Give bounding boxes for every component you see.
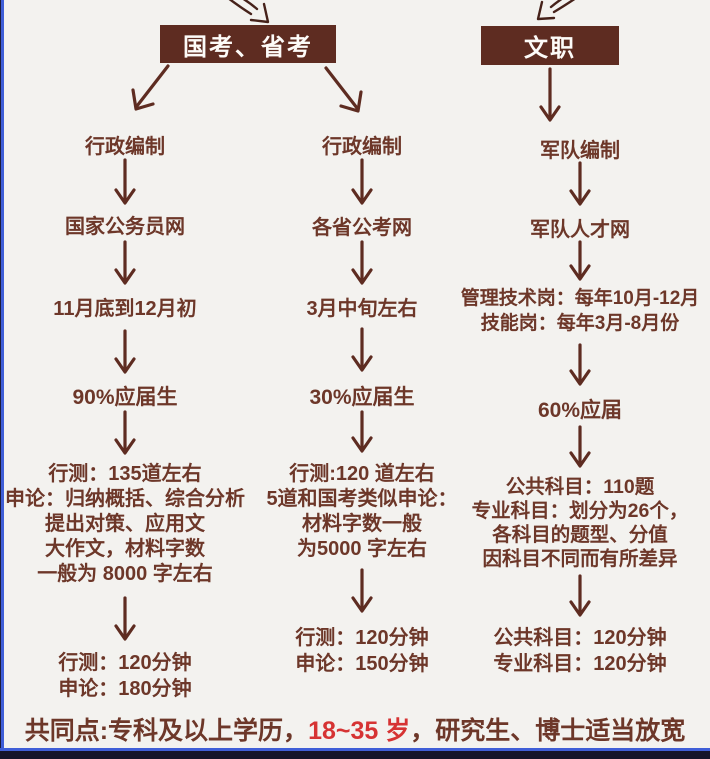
common-prefix: 共同点:专科及以上学历， bbox=[24, 717, 309, 745]
duration-line: 公共科目：120分钟 bbox=[493, 627, 667, 649]
exam-line: 专业科目：划分为26个， bbox=[471, 500, 689, 522]
node-fresh-rate: 30%应届生 bbox=[309, 386, 415, 409]
left-frame-border bbox=[0, 0, 4, 759]
sketch-arrow-icon bbox=[228, 0, 270, 24]
down-arrow-icon bbox=[114, 410, 136, 455]
down-arrow-icon bbox=[351, 240, 373, 285]
node-establishment: 行政编制 bbox=[322, 136, 402, 158]
down-arrow bbox=[450, 425, 710, 468]
down-arrow-icon bbox=[114, 329, 136, 374]
down-arrow-icon bbox=[569, 161, 591, 206]
down-arrow-icon bbox=[569, 240, 591, 281]
down-arrow bbox=[450, 161, 710, 206]
exam-details-block: 公共科目：110题 专业科目：划分为26个， 各科目的题型、分值 因科目不同而有… bbox=[450, 475, 710, 571]
down-arrow bbox=[0, 596, 250, 641]
exam-line: 5道和国考类似申论： bbox=[266, 488, 458, 510]
exam-line: 为5000 字左右 bbox=[296, 538, 428, 560]
exam-details-block: 行测：135道左右 申论：归纳概括、综合分析 提出对策、应用文 大作文，材料字数… bbox=[0, 462, 250, 587]
exam-line: 材料字数一般 bbox=[302, 513, 422, 535]
exam-line: 申论：归纳概括、综合分析 bbox=[5, 488, 245, 510]
node-website: 军队人才网 bbox=[530, 219, 630, 241]
branch-label: 国考、省考 bbox=[183, 33, 313, 61]
exam-line: 提出对策、应用文 bbox=[45, 513, 205, 535]
schedule-block: 管理技术岗：每年10月-12月 技能岗：每年3月-8月份 bbox=[450, 286, 710, 336]
down-arrow-icon bbox=[569, 425, 591, 468]
down-arrow-icon bbox=[114, 158, 136, 205]
down-arrow-icon bbox=[569, 343, 591, 386]
down-arrow bbox=[450, 574, 710, 617]
down-arrow bbox=[253, 158, 471, 205]
down-arrow bbox=[253, 327, 471, 372]
duration-line: 专业科目：120分钟 bbox=[493, 653, 667, 675]
bottom-blue-line bbox=[0, 748, 710, 751]
down-arrow-icon bbox=[351, 410, 373, 453]
node-fresh-rate: 90%应届生 bbox=[72, 386, 178, 409]
down-arrow-icon bbox=[351, 158, 373, 205]
column-wenzhi: 军队编制 军队人才网 管理技术岗：每年10月-12月 技能岗：每年3月-8月份 … bbox=[450, 0, 710, 759]
branch-label: 文职 bbox=[524, 35, 576, 62]
node-timing: 11月底到12月初 bbox=[53, 298, 197, 320]
exam-line: 因科目不同而有所差异 bbox=[482, 548, 678, 570]
duration-line: 行测：120分钟 bbox=[295, 627, 429, 649]
down-arrow-icon bbox=[569, 574, 591, 617]
schedule-line: 管理技术岗：每年10月-12月 bbox=[460, 288, 700, 309]
down-arrow bbox=[450, 343, 710, 386]
node-website: 国家公务员网 bbox=[65, 216, 185, 238]
down-arrow bbox=[253, 410, 471, 453]
down-arrow bbox=[253, 240, 471, 285]
duration-block: 行测：120分钟 申论：180分钟 bbox=[0, 650, 250, 702]
diagonal-arrow-icon bbox=[324, 66, 363, 113]
exam-line: 行测:120 道左右 bbox=[289, 463, 435, 485]
common-suffix: ，研究生、博士适当放宽 bbox=[410, 717, 686, 745]
duration-block: 行测：120分钟 申论：150分钟 bbox=[253, 625, 471, 677]
branch-box-wenzhi: 文职 bbox=[481, 26, 619, 65]
down-arrow bbox=[0, 240, 250, 285]
schedule-line: 技能岗：每年3月-8月份 bbox=[480, 313, 680, 334]
exam-details-block: 行测:120 道左右 5道和国考类似申论： 材料字数一般 为5000 字左右 bbox=[253, 462, 471, 562]
down-arrow bbox=[481, 67, 619, 122]
down-arrow bbox=[0, 158, 250, 205]
node-website: 各省公考网 bbox=[312, 217, 412, 239]
exam-line: 各科目的题型、分值 bbox=[492, 524, 668, 546]
branch-box-guokao-shengkao: 国考、省考 bbox=[160, 25, 336, 63]
column-guokao: 行政编制 国家公务员网 11月底到12月初 90%应届生 行测：135道左右 申… bbox=[0, 0, 250, 759]
exam-line: 一般为 8000 字左右 bbox=[37, 563, 213, 585]
node-timing: 3月中旬左右 bbox=[306, 298, 418, 320]
down-arrow-icon bbox=[351, 327, 373, 372]
down-arrow bbox=[0, 329, 250, 374]
duration-line: 行测：120分钟 bbox=[58, 652, 192, 674]
common-requirements-line: 共同点:专科及以上学历，18~35 岁，研究生、博士适当放宽 bbox=[0, 711, 710, 747]
exam-line: 公共科目：110题 bbox=[505, 476, 655, 498]
down-arrow bbox=[0, 410, 250, 455]
node-fresh-rate: 60%应届 bbox=[537, 399, 623, 422]
age-range-highlight: 18~35 岁 bbox=[308, 717, 411, 745]
sketch-arrow-icon bbox=[536, 0, 576, 21]
exam-line: 大作文，材料字数 bbox=[45, 538, 205, 560]
duration-line: 申论：180分钟 bbox=[58, 678, 192, 700]
down-arrow bbox=[253, 568, 471, 613]
bottom-navy-bar bbox=[0, 751, 710, 759]
down-arrow-icon bbox=[114, 596, 136, 641]
duration-line: 申论：150分钟 bbox=[295, 653, 429, 675]
down-arrow-icon bbox=[114, 240, 136, 285]
down-arrow-icon bbox=[351, 568, 373, 613]
exam-line: 行测：135道左右 bbox=[48, 463, 202, 485]
diagonal-arrow-icon bbox=[131, 64, 170, 111]
node-establishment: 行政编制 bbox=[85, 136, 165, 158]
column-shengkao: 行政编制 各省公考网 3月中旬左右 30%应届生 行测:120 道左右 5道和国… bbox=[253, 0, 471, 759]
down-arrow bbox=[450, 240, 710, 281]
down-arrow-icon bbox=[539, 67, 561, 122]
node-establishment: 军队编制 bbox=[540, 140, 620, 162]
duration-block: 公共科目：120分钟 专业科目：120分钟 bbox=[450, 625, 710, 677]
